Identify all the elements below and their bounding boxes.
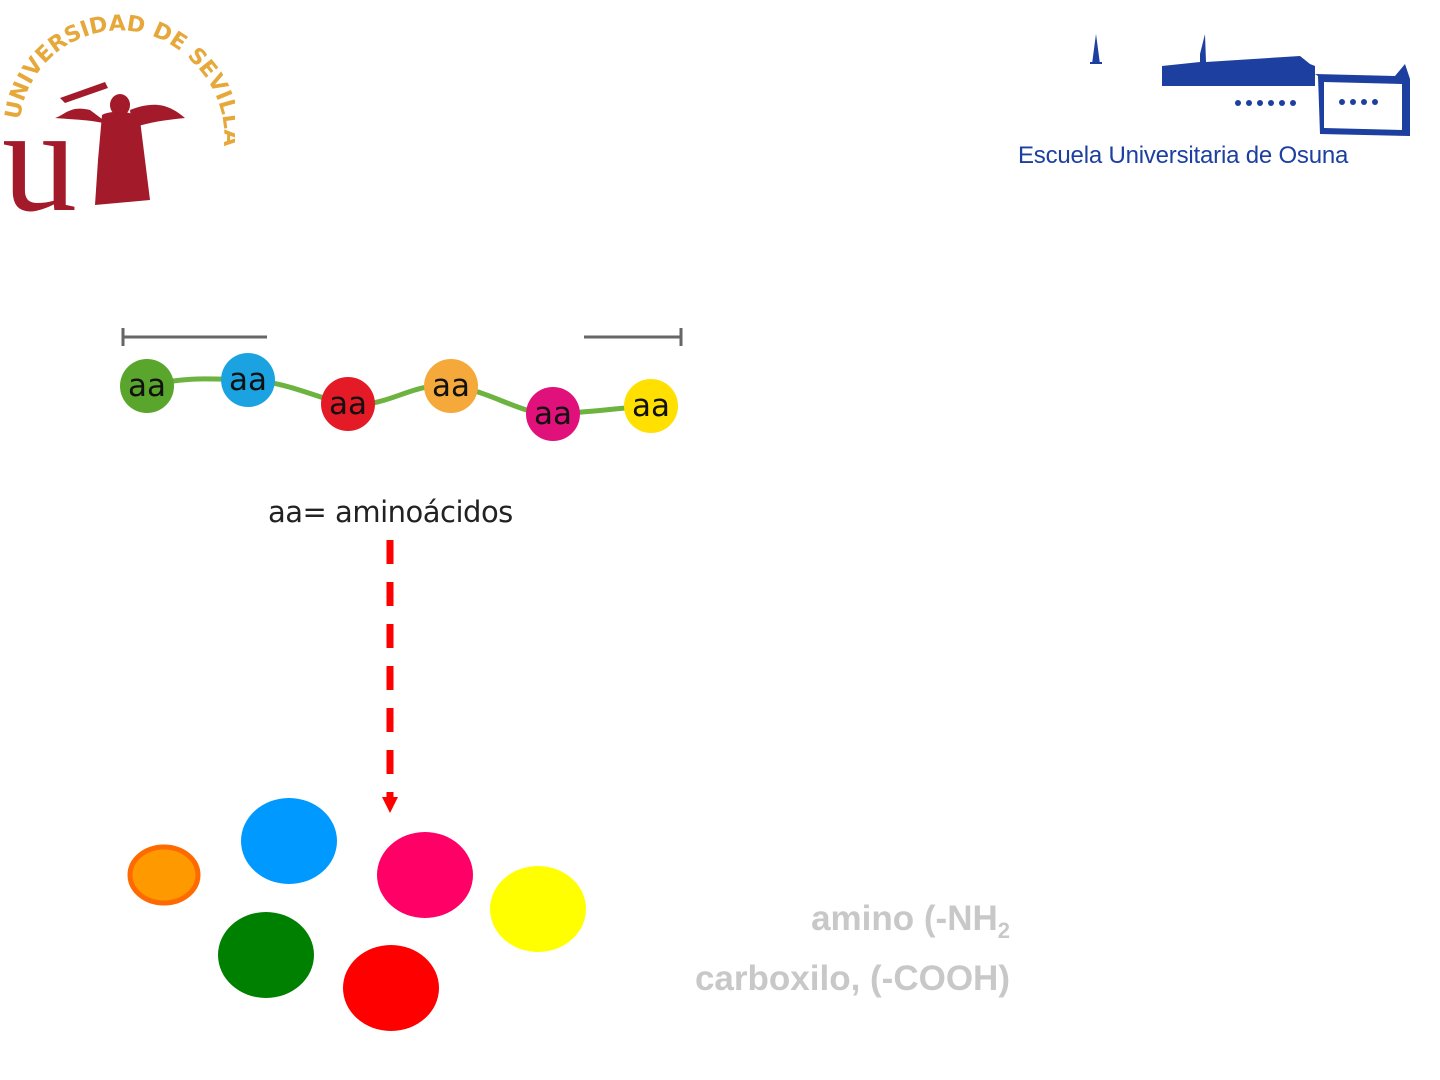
angel-emblem-icon	[55, 82, 185, 205]
amino-acid-bead: aa	[624, 379, 678, 433]
bead-circle	[526, 387, 580, 441]
amino-acid-bead: aa	[321, 377, 375, 431]
bead-circle	[321, 377, 375, 431]
osuna-logo-text: Escuela Universitaria de Osuna	[1018, 142, 1349, 169]
amino-group-label: amino (-NH2	[811, 899, 1010, 943]
bead-label: aa	[432, 368, 470, 404]
bead-circle	[221, 353, 275, 407]
dashed-down-arrow	[370, 535, 410, 815]
free-amino-acid-yellow	[490, 866, 586, 952]
amino-acid-bead: aa	[424, 359, 478, 413]
universidad-de-sevilla-logo: UNIVERSIDAD DE SEVILLA u	[0, 10, 243, 243]
bead-label: aa	[128, 368, 166, 404]
free-amino-acid-blue	[241, 798, 337, 884]
logo-letter-u: u	[2, 77, 77, 220]
bead-circle	[424, 359, 478, 413]
legend-text: aa= aminoácidos	[268, 495, 513, 529]
free-amino-acid-red	[343, 945, 439, 1031]
arrow-head-icon	[382, 797, 398, 813]
amino-acid-bead: aa	[221, 353, 275, 407]
osuna-skyline-icon	[1090, 34, 1410, 136]
escuela-osuna-logo: Escuela Universitaria de Osuna	[1010, 14, 1420, 174]
free-amino-acid-pink	[377, 832, 473, 918]
bead-label: aa	[632, 388, 670, 424]
bead-label: aa	[329, 386, 367, 422]
amino-acid-bead: aa	[526, 387, 580, 441]
free-amino-acids	[110, 790, 610, 1050]
bead-circle	[624, 379, 678, 433]
functional-groups-text: amino (-NH2 carboxilo, (-COOH)	[600, 895, 1010, 1003]
bead-label: aa	[534, 396, 572, 432]
free-amino-acid-orange	[127, 844, 201, 906]
free-amino-acid-green	[218, 912, 314, 998]
bead-label: aa	[229, 362, 267, 398]
peptide-chain-diagram: aa aa aa aa aa aa	[110, 320, 710, 460]
amino-acid-bead: aa	[120, 359, 174, 413]
carboxyl-group-label: carboxilo, (-COOH)	[694, 959, 1010, 998]
bead-circle	[120, 359, 174, 413]
